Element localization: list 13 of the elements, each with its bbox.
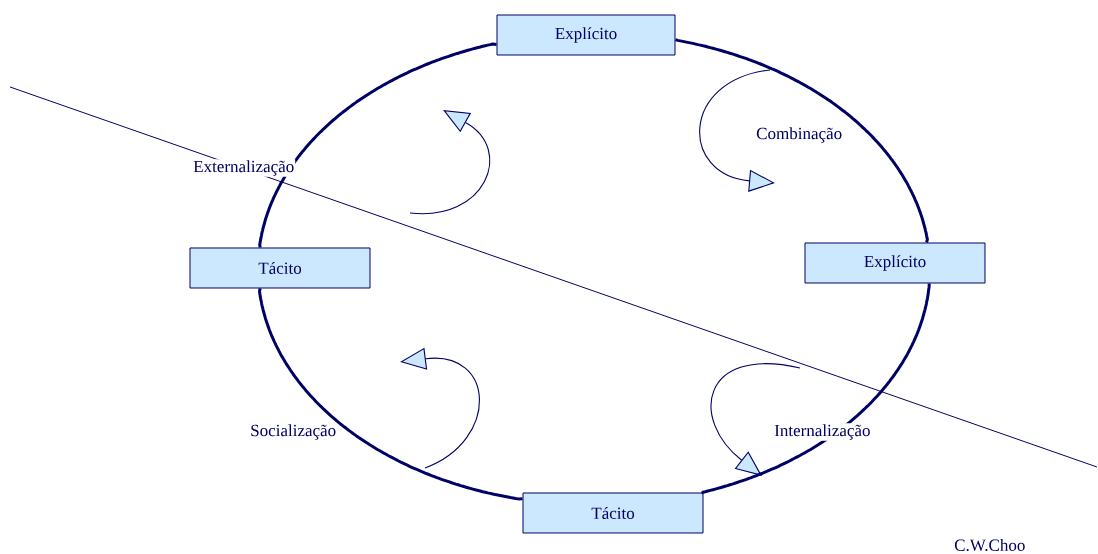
process-box: Explícito [804, 242, 986, 284]
stage-label: Combinação [755, 126, 844, 144]
stage-label: Socialização [249, 423, 338, 441]
cycle-arc [701, 283, 931, 495]
cycle-arc [258, 42, 497, 248]
process-box: Tácito [189, 247, 371, 289]
cycle-arc [675, 38, 929, 243]
stage-label: Externalização [192, 159, 296, 177]
cycle-arc [258, 288, 523, 501]
author-credit: C.W.Choo [953, 537, 1027, 552]
process-box: Explícito [496, 14, 676, 56]
stage-label: Internalização [773, 423, 872, 441]
process-box: Tácito [522, 492, 704, 534]
